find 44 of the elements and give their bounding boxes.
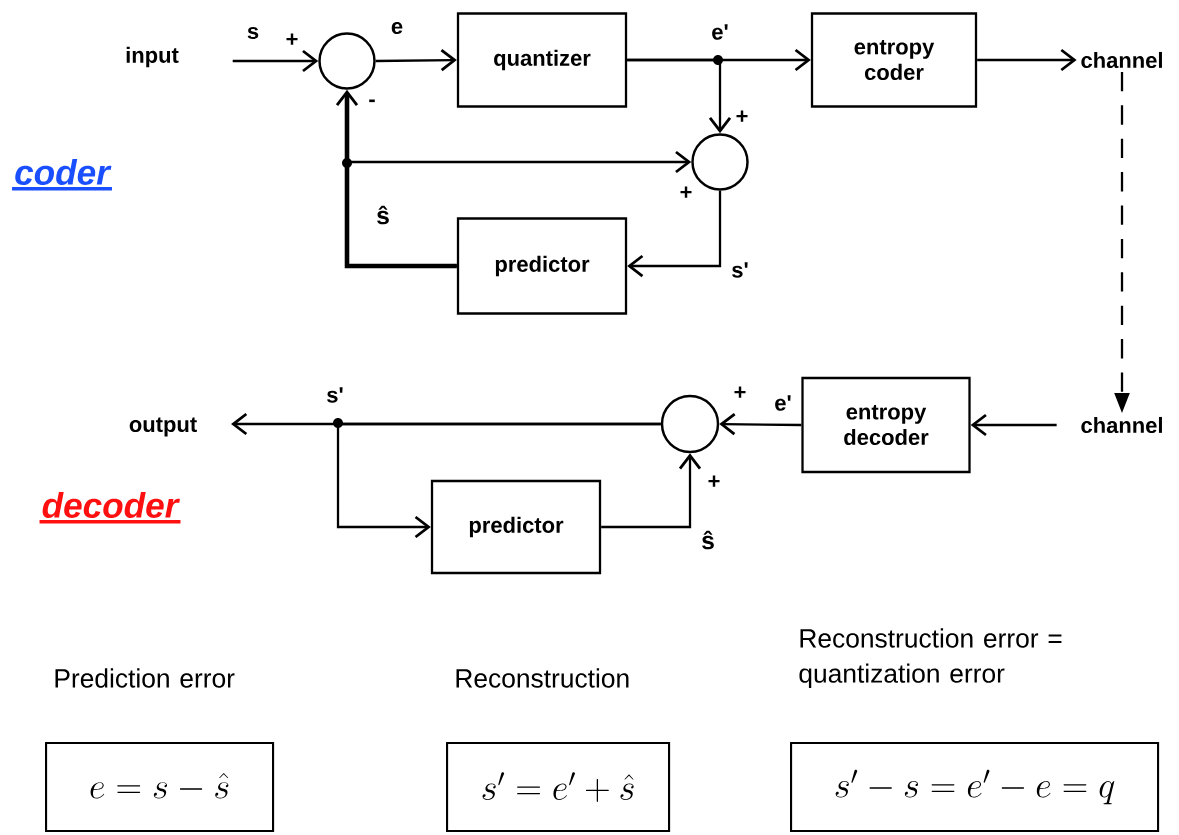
signal-label: ŝ [377, 205, 389, 225]
signal-label: e' [775, 395, 791, 411]
arrow [232, 49, 319, 73]
arrow [970, 413, 1057, 437]
process-box: quantizer [456, 12, 628, 108]
arrow [336, 422, 661, 539]
signal-label: s [247, 27, 259, 40]
process-box: entropy decoder [801, 376, 971, 474]
formula-box: $e = s - \hat{s}$ [45, 742, 275, 833]
arrow [345, 150, 692, 268]
process-box: predictor [456, 217, 628, 315]
signal-label: + [708, 475, 720, 487]
summing-junction [691, 133, 749, 191]
summing-junction [318, 32, 376, 90]
process-box: entropy coder [810, 12, 978, 108]
formula-box: $s' - s = e' - e = q$ [790, 742, 1160, 833]
signal-label: + [286, 33, 298, 45]
arrow [719, 413, 802, 436]
formula-heading: Reconstruction error = quantization error [799, 628, 1062, 689]
section-title: coder [12, 159, 112, 191]
signal-label: output [129, 417, 197, 437]
section-title: decoder [39, 492, 181, 524]
arrow [335, 89, 457, 269]
arrow [977, 48, 1077, 72]
signal-label: s' [732, 262, 748, 278]
signal-label: + [680, 186, 692, 198]
formula-box: $s' = e' + \hat{s}$ [446, 742, 671, 833]
signal-label: + [734, 386, 746, 398]
arrow [627, 58, 732, 134]
signal-label: input [126, 46, 179, 68]
arrow [627, 190, 722, 278]
signal-label: e [391, 22, 403, 35]
arrow [601, 453, 702, 529]
signal-label: + [736, 110, 748, 122]
formula-heading: Prediction error [55, 668, 235, 688]
process-box: predictor [430, 479, 602, 575]
summing-junction [660, 394, 720, 454]
signal-label: channel [1081, 416, 1162, 434]
arrow [375, 49, 457, 72]
formula-heading: Reconstruction [456, 668, 629, 688]
signal-label: e' [712, 24, 728, 40]
signal-label: ŝ [702, 530, 714, 550]
signal-label: s' [327, 387, 343, 403]
signal-label: channel [1081, 51, 1162, 69]
